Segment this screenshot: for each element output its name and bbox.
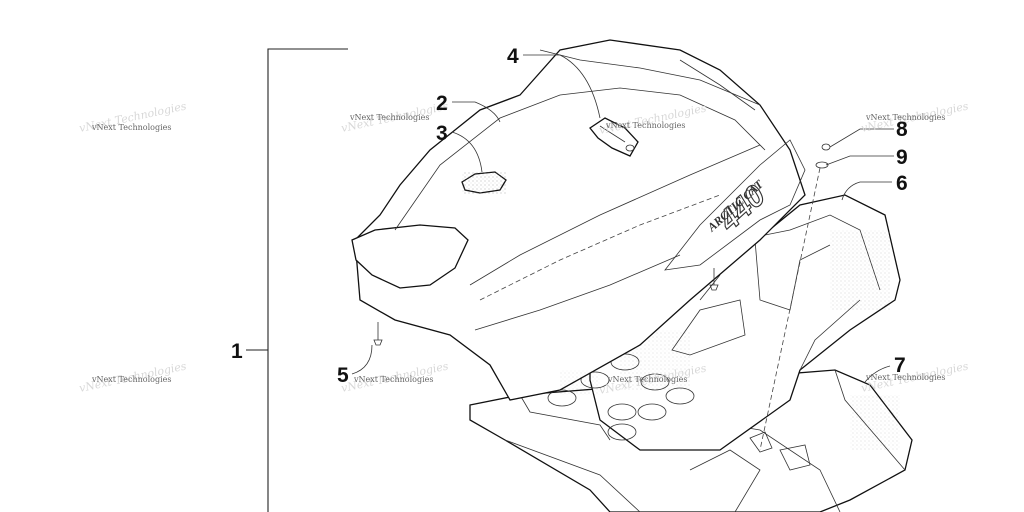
callout-5: 5	[337, 364, 349, 387]
watermark-text: vNext Technologies	[605, 121, 685, 130]
callout-9: 9	[896, 146, 908, 169]
callout-2: 2	[436, 92, 448, 115]
assembly-bracket	[246, 48, 348, 512]
callout-1: 1	[231, 340, 243, 363]
callout-8: 8	[896, 118, 908, 141]
watermark-text: vNext Technologies	[91, 375, 171, 384]
watermark-text: vNext Technologies	[865, 373, 945, 382]
watermark-text: vNext Technologies	[91, 123, 171, 132]
watermark-text: vNext Technologies	[607, 375, 687, 384]
watermark-text: vNext Technologies	[349, 113, 429, 122]
watermark-text: vNext Technologies	[865, 113, 945, 122]
watermark-text: vNext Technologies	[353, 375, 433, 384]
callout-6: 6	[896, 172, 908, 195]
callout-labels: 1 2 3 4 5 6 7 8 9	[231, 45, 908, 387]
seat-cushion	[351, 39, 806, 401]
hardware	[373, 143, 831, 453]
callout-7: 7	[894, 354, 906, 377]
callout-4: 4	[507, 45, 519, 68]
leader-lines	[351, 54, 894, 383]
callout-3: 3	[436, 122, 448, 145]
